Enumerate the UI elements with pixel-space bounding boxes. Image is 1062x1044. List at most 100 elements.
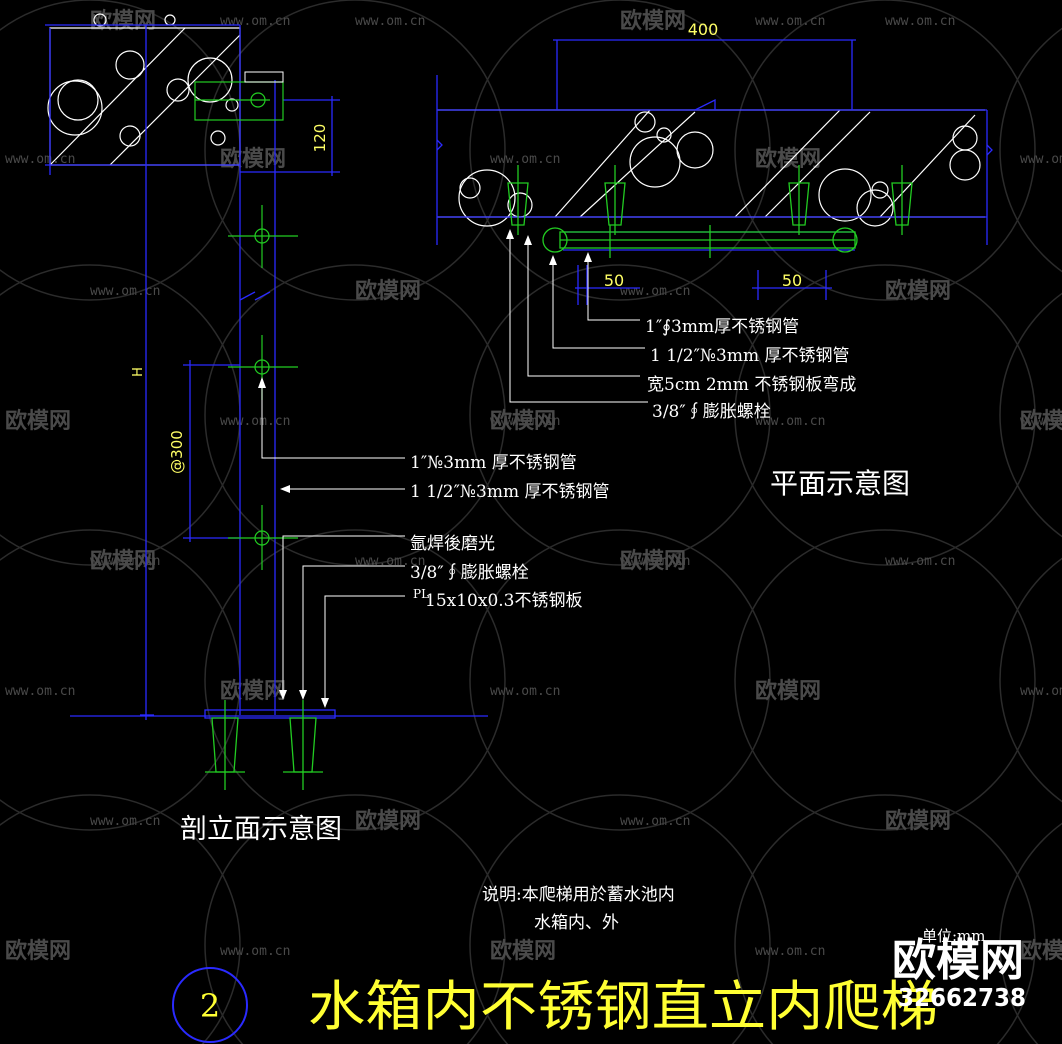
main-title: 水箱内不锈钢直立内爬梯 [308,975,938,1038]
watermark-url: www.om.cn [90,554,160,569]
watermark-url: www.om.cn [220,14,290,29]
watermark-circle [204,794,506,1044]
plan-view: 400 50 50 1″∮3mm厚不锈钢管 1 1/2″№3mm 厚不锈钢管 宽… [436,20,993,500]
dim-120: 120 [311,124,329,153]
watermark-circle [204,264,506,566]
watermark-logo: 欧模网 [755,678,821,704]
watermark-circle [734,794,1036,1044]
dim-50-right: 50 [782,271,802,290]
watermark-logo: 欧模网 [355,278,421,304]
dim-50-left: 50 [604,271,624,290]
watermark-logo: 欧模网 [755,146,821,172]
watermark-logo: 欧模网 [5,408,71,434]
watermark-logo: 欧模网 [885,278,951,304]
watermark-url: www.om.cn [490,414,560,429]
watermark-circle [999,822,1062,1044]
watermark-url: www.om.cn [490,684,560,699]
plan-anchors [507,165,913,235]
watermark-logo: 欧模网 [90,8,156,34]
watermark-url: www.om.cn [885,554,955,569]
watermark-circle [0,529,241,831]
watermark-logo: 欧模网 [490,408,556,434]
watermark-circle [734,529,1036,831]
plan-callout-1: 1″∮3mm厚不锈钢管 [645,317,799,337]
watermark-circle [469,264,771,566]
watermark-logo: 欧模网 [90,548,156,574]
watermark-logo: 欧模网 [220,146,286,172]
note-line-1: 说明:本爬梯用於蓄水池内 [482,885,675,905]
dim-h: H [131,367,146,377]
section-callout-3: 氩焊後磨光 [410,534,495,554]
watermark-circle [469,0,771,301]
section-callout-5: 15x10x0.3不锈钢板 [425,591,582,611]
watermark-url: www.om.cn [620,814,690,829]
watermark-url: www.om.cn [5,684,75,699]
section-leaders [261,380,405,705]
plan-view-title: 平面示意图 [770,467,910,500]
watermark-logo: 欧模网 [620,8,686,34]
watermark-logo: 欧模网 [620,548,686,574]
section-view-title: 剖立面示意图 [180,814,342,845]
watermark-circle [204,0,506,301]
drawing-number-circle [172,967,248,1043]
watermark-circle [0,794,241,1044]
watermark-url: www.om.cn [490,152,560,167]
brand-id: 32662738 [898,983,1026,1012]
watermark-logo: 欧模网 [220,678,286,704]
drawing-number: 2 [200,987,220,1025]
plan-callout-3: 宽5cm 2mm 不锈钢板弯成 [647,375,856,395]
watermark-circle [734,0,1036,301]
plan-blue-lines [436,39,993,305]
plan-wall [437,109,985,227]
watermark-url: www.om.cn [5,152,75,167]
section-callout-4: 3/8″∮膨胀螺栓 [410,563,529,583]
watermark-url: www.om.cn [755,14,825,29]
watermark-circle [999,557,1062,803]
dim-300: @300 [168,430,186,474]
watermark-url: www.om.cn [220,414,290,429]
watermark-circle [204,529,506,831]
watermark-circle [734,264,1036,566]
watermark-url: www.om.cn [620,554,690,569]
section-arrowheads [258,377,329,708]
watermark-url: www.om.cn [220,944,290,959]
watermark-url: www.om.cn [90,284,160,299]
watermark-url: www.om.cn [885,14,955,29]
watermark-url: www.om.cn [1020,152,1062,167]
watermark-url: www.om.cn [1020,414,1062,429]
section-callout-1: 1″№3mm 厚不锈钢管 [410,453,577,473]
watermark-url: www.om.cn [755,414,825,429]
watermark-circle [999,27,1062,273]
watermark-logo: 欧模网 [5,938,71,964]
watermark-url: www.om.cn [1020,684,1062,699]
watermark-logo: 欧模网 [1020,938,1062,964]
watermark-url: www.om.cn [755,944,825,959]
top-bracket [194,81,284,121]
note-line-2: 水箱内、外 [534,913,619,933]
watermark-circle [469,794,771,1044]
watermark-url: www.om.cn [620,284,690,299]
watermark-logo: 欧模网 [1020,408,1062,434]
watermark-circle [999,292,1062,538]
section-callout-2: 1 1/2″№3mm 厚不锈钢管 [410,482,609,502]
watermark-logo: 欧模网 [355,808,421,834]
plan-arrowheads [506,229,592,265]
dim-400: 400 [688,20,719,39]
slab-hatch [47,13,241,166]
watermark-logo: 欧模网 [490,938,556,964]
plan-callout-2: 1 1/2″№3mm 厚不锈钢管 [650,346,849,366]
unit-label: 单位:mm [922,927,986,945]
plan-callout-4: 3/8″∮膨胀螺栓 [652,402,771,422]
watermark-url: www.om.cn [355,554,425,569]
watermark-circle [0,0,241,301]
brand-logo: 欧模网 [892,935,1024,986]
plan-leaders [509,232,648,403]
plate-prefix: PL [413,587,429,601]
watermark-circle [469,529,771,831]
plan-rail [542,225,858,258]
anchor-bolts [205,700,323,790]
watermark-url: www.om.cn [90,814,160,829]
watermark-url: www.om.cn [355,14,425,29]
